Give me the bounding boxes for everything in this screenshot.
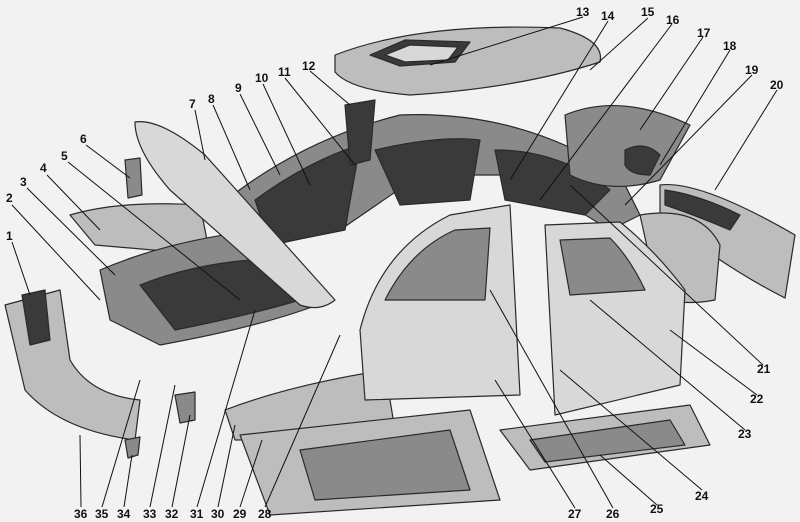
callout-8: 8 <box>208 92 215 106</box>
callout-3: 3 <box>20 175 27 189</box>
callout-35: 35 <box>95 507 109 521</box>
body-frame <box>219 99 641 251</box>
callout-16: 16 <box>666 13 680 27</box>
leader-lines <box>11 16 778 509</box>
callout-25: 25 <box>650 502 664 516</box>
callout-20: 20 <box>770 78 784 92</box>
callout-24: 24 <box>695 489 709 503</box>
callout-28: 28 <box>258 507 272 521</box>
callout-1: 1 <box>6 229 13 243</box>
front-bumper <box>4 289 141 441</box>
rear-floor <box>499 404 711 471</box>
callout-13: 13 <box>576 5 590 19</box>
callout-27: 27 <box>568 507 582 521</box>
floor-pan <box>239 409 501 516</box>
callout-22: 22 <box>750 392 764 406</box>
callout-23: 23 <box>738 427 752 441</box>
callout-33: 33 <box>143 507 157 521</box>
callout-10: 10 <box>255 71 269 85</box>
callout-26: 26 <box>606 507 620 521</box>
callout-17: 17 <box>697 26 711 40</box>
rear-bumper <box>659 183 796 299</box>
callout-18: 18 <box>723 39 737 53</box>
callout-4: 4 <box>40 161 47 175</box>
callout-21: 21 <box>757 362 771 376</box>
callout-32: 32 <box>165 507 179 521</box>
callout-36: 36 <box>74 507 88 521</box>
callout-31: 31 <box>190 507 204 521</box>
bracket-parts <box>124 157 196 459</box>
number-callouts: 1 2 3 4 5 6 7 8 9 10 11 12 13 14 15 16 1… <box>6 5 784 521</box>
callout-19: 19 <box>745 63 759 77</box>
callout-2: 2 <box>6 191 13 205</box>
callout-9: 9 <box>235 81 242 95</box>
callout-30: 30 <box>211 507 225 521</box>
rear-door <box>544 221 686 416</box>
callout-14: 14 <box>601 9 615 23</box>
callout-11: 11 <box>278 65 291 79</box>
front-fender-left <box>69 203 211 256</box>
callout-5: 5 <box>61 149 68 163</box>
roof-panel <box>334 26 602 96</box>
callout-29: 29 <box>233 507 247 521</box>
callout-15: 15 <box>641 5 655 19</box>
callout-34: 34 <box>117 507 131 521</box>
callout-12: 12 <box>302 59 316 73</box>
callout-6: 6 <box>80 132 87 146</box>
hood <box>134 121 336 309</box>
callout-7: 7 <box>189 97 196 111</box>
front-door <box>359 204 521 401</box>
